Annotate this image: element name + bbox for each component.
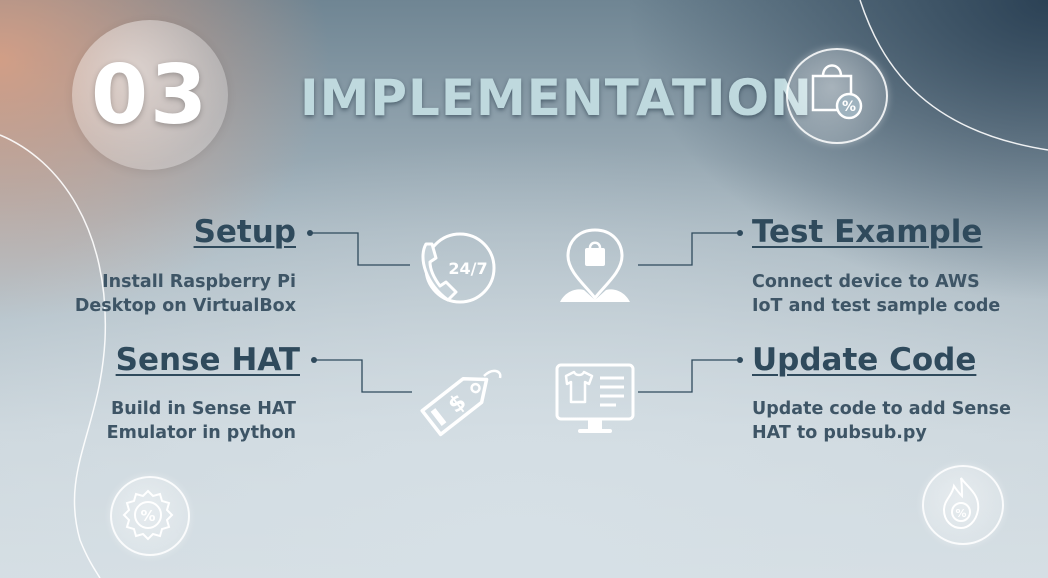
percent-text: % — [842, 99, 856, 115]
item-desc-sense-hat-line2: Emulator in python — [106, 423, 296, 443]
percent-text: % — [955, 507, 966, 520]
percent-seal-icon: % — [122, 489, 174, 541]
item-desc-test-example-line2: IoT and test sample code — [752, 296, 1001, 316]
shopping-bag-percent-icon: % — [811, 64, 863, 120]
slide-title: IMPLEMENTATION — [300, 69, 813, 127]
item-desc-setup-line1: Install Raspberry Pi — [102, 272, 296, 292]
item-desc-test-example-line1: Connect device to AWS — [752, 272, 980, 292]
item-desc-update-code-line2: HAT to pubsub.py — [752, 423, 927, 443]
phone-24-7-text: 24/7 — [448, 259, 487, 278]
fire-percent-icon: % — [942, 477, 980, 530]
fire-percent-badge — [922, 465, 1004, 545]
item-heading-test-example: Test Example — [752, 214, 983, 250]
item-heading-sense-hat: Sense HAT — [115, 342, 300, 378]
location-bag-icon — [560, 228, 630, 302]
item-desc-update-code-line1: Update code to add Sense — [752, 399, 1011, 419]
monitor-shirt-icon — [555, 363, 635, 433]
item-desc-sense-hat-line1: Build in Sense HAT — [110, 399, 296, 419]
section-number-circle — [72, 20, 228, 170]
shopping-bag-badge — [786, 48, 888, 144]
percent-seal-badge — [110, 476, 190, 556]
price-tag-dollar-icon: $ — [420, 369, 502, 437]
item-heading-update-code: Update Code — [752, 342, 977, 378]
item-desc-setup-line2: Desktop on VirtualBox — [74, 296, 296, 316]
item-heading-setup: Setup — [193, 214, 296, 250]
section-number: 03 — [90, 48, 210, 143]
percent-text: % — [140, 507, 155, 525]
phone-24-7-icon: 24/7 — [421, 232, 496, 304]
